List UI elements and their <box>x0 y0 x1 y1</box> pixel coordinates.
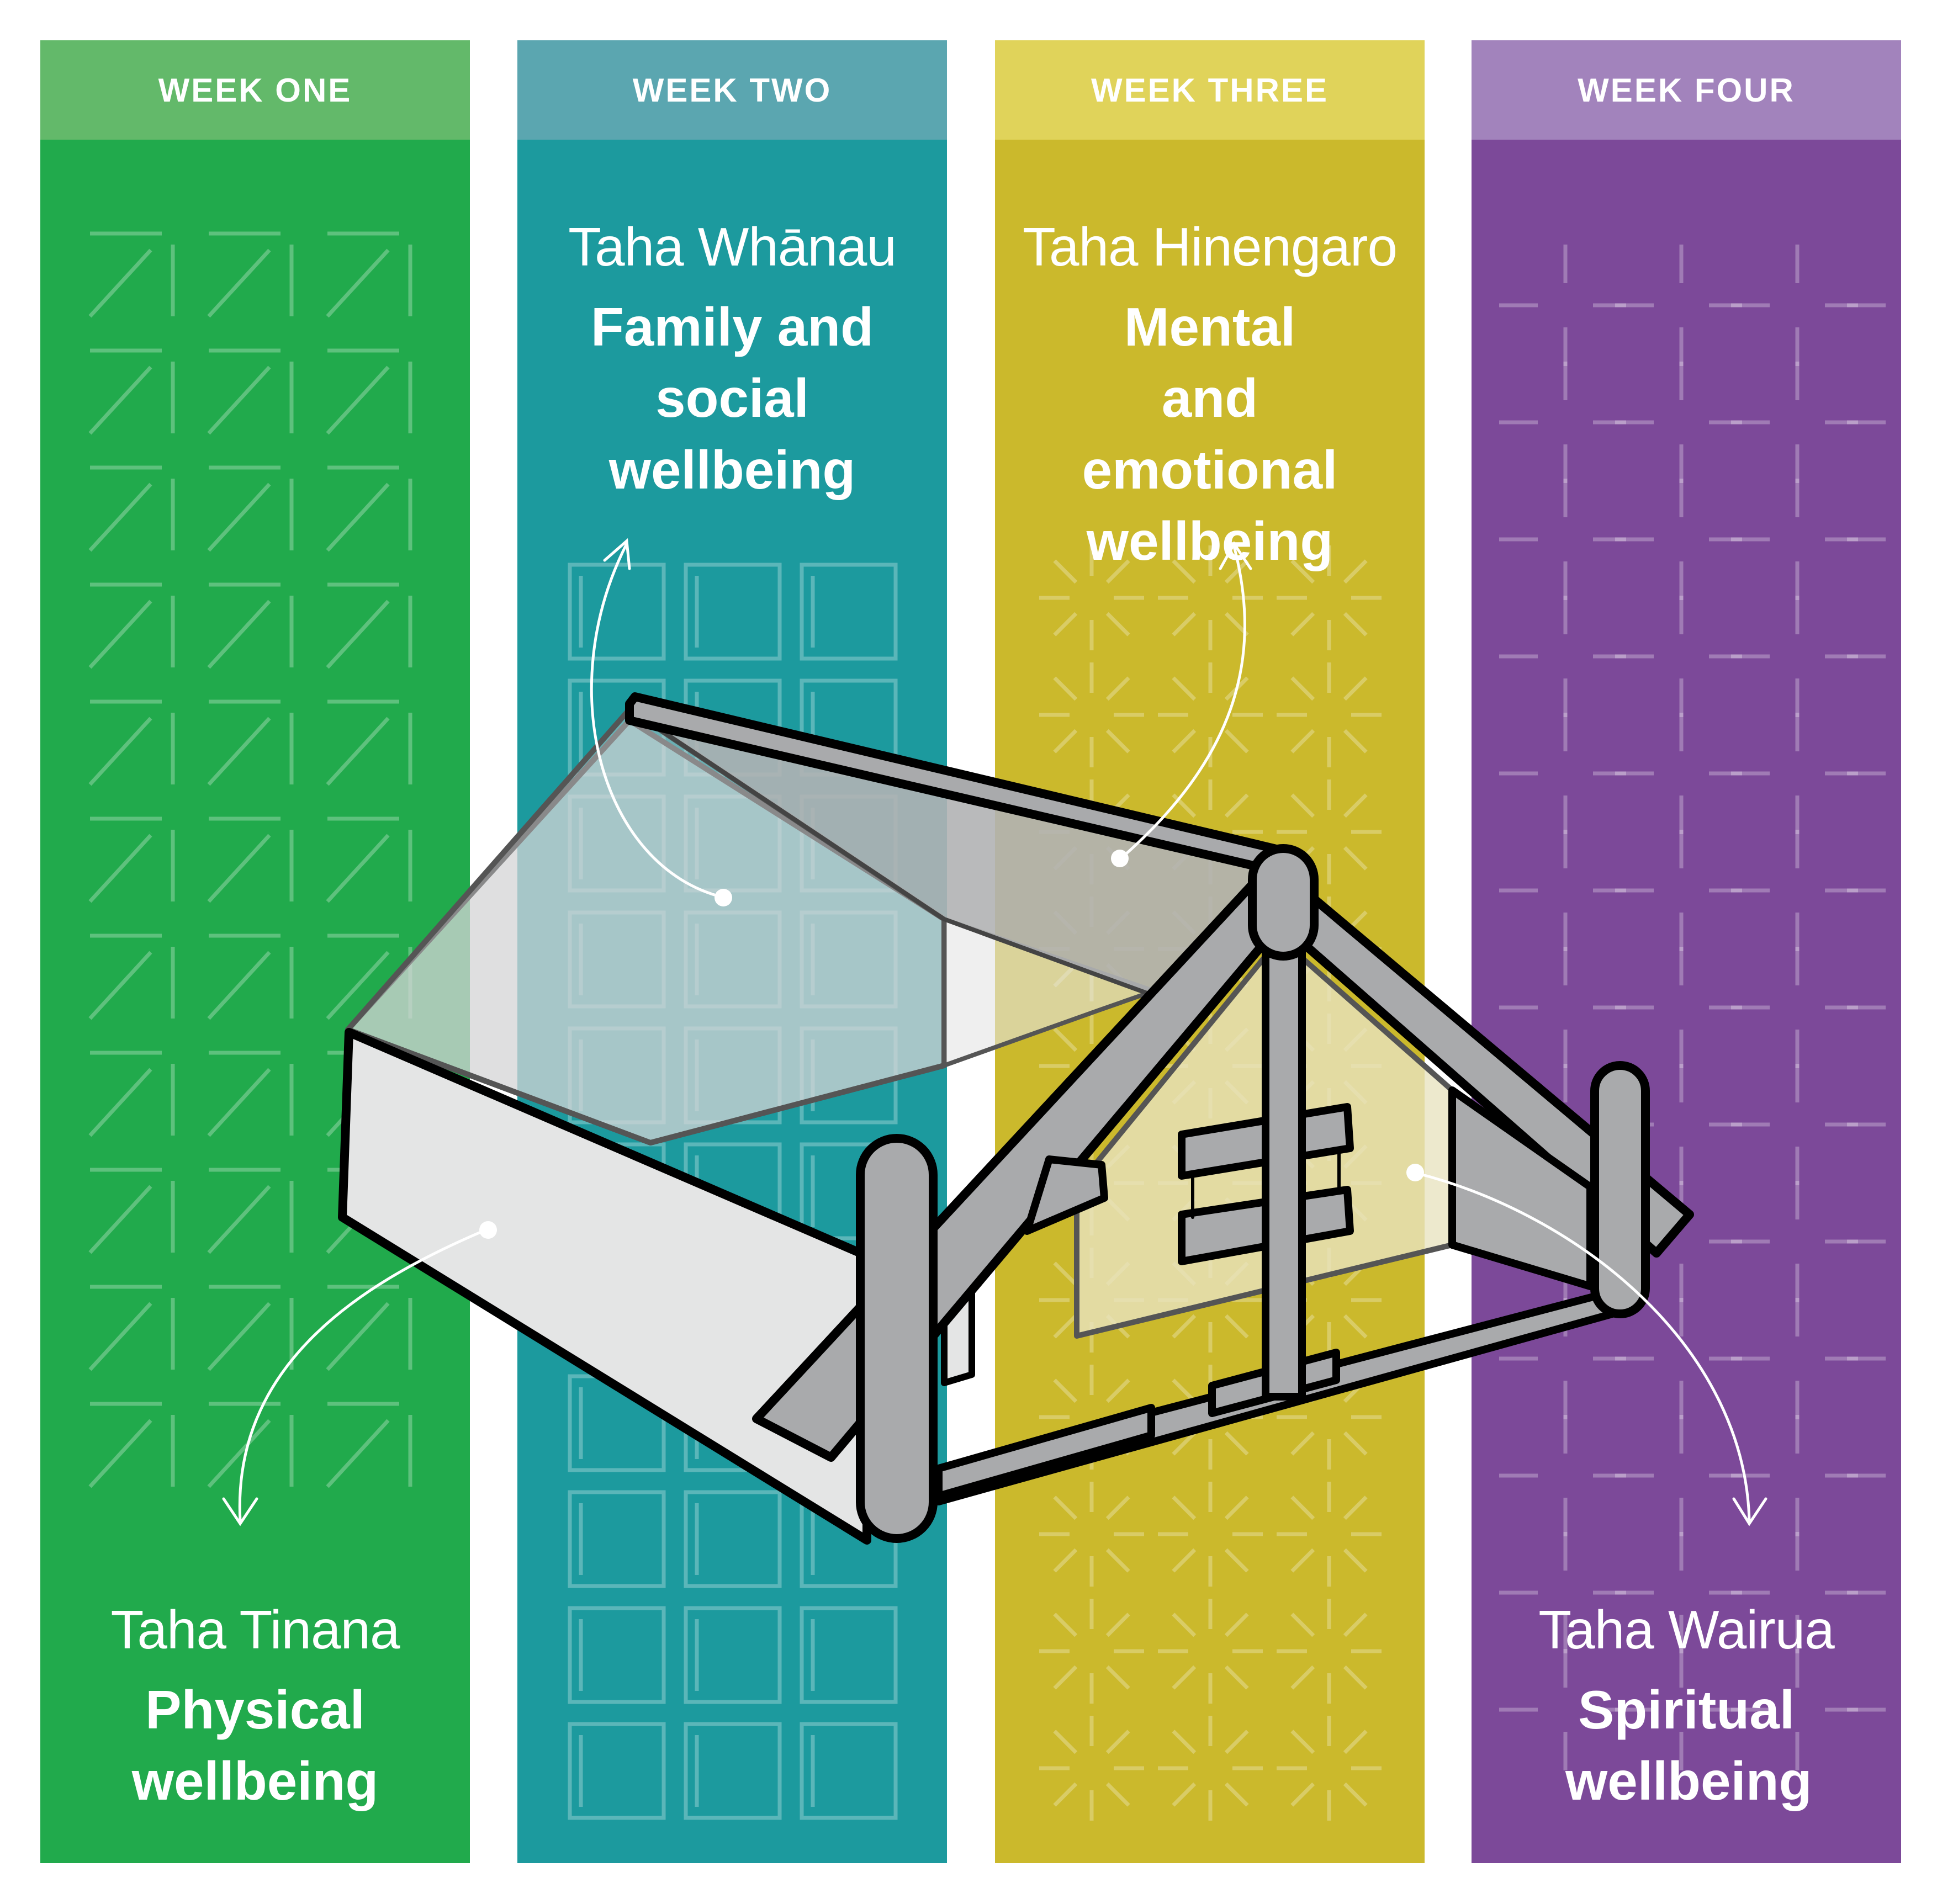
arrow-to-physical <box>238 1229 485 1523</box>
dot-family <box>715 889 732 906</box>
diagonal-step-pattern-icon <box>88 231 412 1488</box>
taha-hinengaro-label: Taha Hinengaro Mental and emotional well… <box>995 220 1425 577</box>
maori-name: Taha Wairua <box>1538 1599 1835 1660</box>
week-three-header: WEEK THREE <box>995 40 1425 140</box>
english-name: Physical wellbeing <box>131 1679 379 1812</box>
floor-step-left <box>935 1404 1155 1500</box>
dot-spiritual <box>1406 1164 1424 1181</box>
central-post <box>1262 935 1306 1401</box>
dot-physical <box>479 1221 497 1239</box>
arrow-head-mental <box>1219 541 1252 570</box>
week-four-body <box>1472 140 1901 1863</box>
english-name: Family and social wellbeing <box>591 296 874 500</box>
dot-mental <box>1111 850 1129 867</box>
week-four-header: WEEK FOUR <box>1472 40 1901 140</box>
arrow-to-mental <box>1119 545 1246 860</box>
english-name: Spiritual wellbeing <box>1565 1679 1812 1812</box>
left-post <box>856 1134 938 1543</box>
week-two-header: WEEK TWO <box>517 40 947 140</box>
maori-name: Taha Tinana <box>110 1599 400 1660</box>
arrow-head-physical <box>222 1497 258 1526</box>
maori-name: Taha Hinengaro <box>1023 216 1398 277</box>
arrow-head-spiritual <box>1732 1497 1767 1526</box>
taha-wairua-label: Taha Wairua Spiritual wellbeing <box>1472 1603 1901 1817</box>
arrow-to-family <box>590 542 724 899</box>
arrow-to-spiritual <box>1415 1171 1751 1523</box>
english-name: Mental and emotional wellbeing <box>1082 296 1338 572</box>
arrow-head-family <box>603 538 631 570</box>
taha-tinana-label: Taha Tinana Physical wellbeing <box>40 1603 470 1817</box>
week-four-column: WEEK FOUR Taha Wairua Spiritual wellbein… <box>1472 40 1901 1863</box>
left-bracket <box>1023 1155 1108 1235</box>
week-one-header: WEEK ONE <box>40 40 470 140</box>
top-finial <box>1248 844 1319 961</box>
maori-name: Taha Whānau <box>568 216 897 277</box>
taha-whanau-label: Taha Whānau Family and social wellbeing <box>517 220 947 506</box>
right-post <box>1590 1061 1650 1318</box>
side-wall <box>338 1028 871 1545</box>
